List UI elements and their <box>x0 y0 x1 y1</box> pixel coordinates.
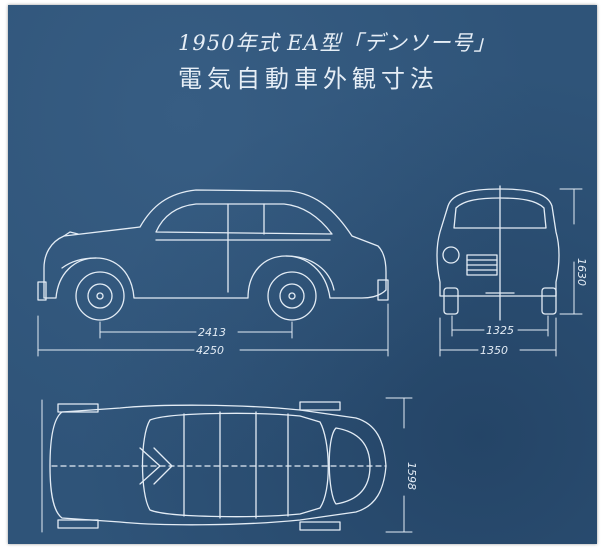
top-body-outline <box>49 404 387 526</box>
front-left-wheel <box>443 287 459 315</box>
dim-tread: 1325 <box>486 324 514 337</box>
drawing-title-model: 1950年式 EA型「デンソー号」 <box>178 31 496 55</box>
dim-overall-length: 4250 <box>196 344 224 357</box>
top-view <box>49 401 387 531</box>
side-body-outline <box>43 189 387 299</box>
dim-overall-width: 1350 <box>480 344 508 357</box>
side-view <box>37 189 389 321</box>
side-rear-wheel <box>267 271 317 321</box>
front-view <box>436 185 560 321</box>
dim-wheelbase: 2413 <box>198 326 226 339</box>
side-roof-window-frame <box>155 203 333 235</box>
dimension-lines <box>37 188 583 533</box>
side-front-wheel <box>75 271 125 321</box>
front-right-wheel <box>541 287 557 315</box>
drawing-title-heading: 電気自動車外観寸法 <box>178 65 439 93</box>
dim-top-width: 1598 <box>405 462 418 490</box>
dim-height: 1630 <box>575 258 588 286</box>
dimension-labels: 2413 4250 1325 1350 1630 1598 <box>196 258 588 490</box>
front-body-outline <box>436 188 560 297</box>
